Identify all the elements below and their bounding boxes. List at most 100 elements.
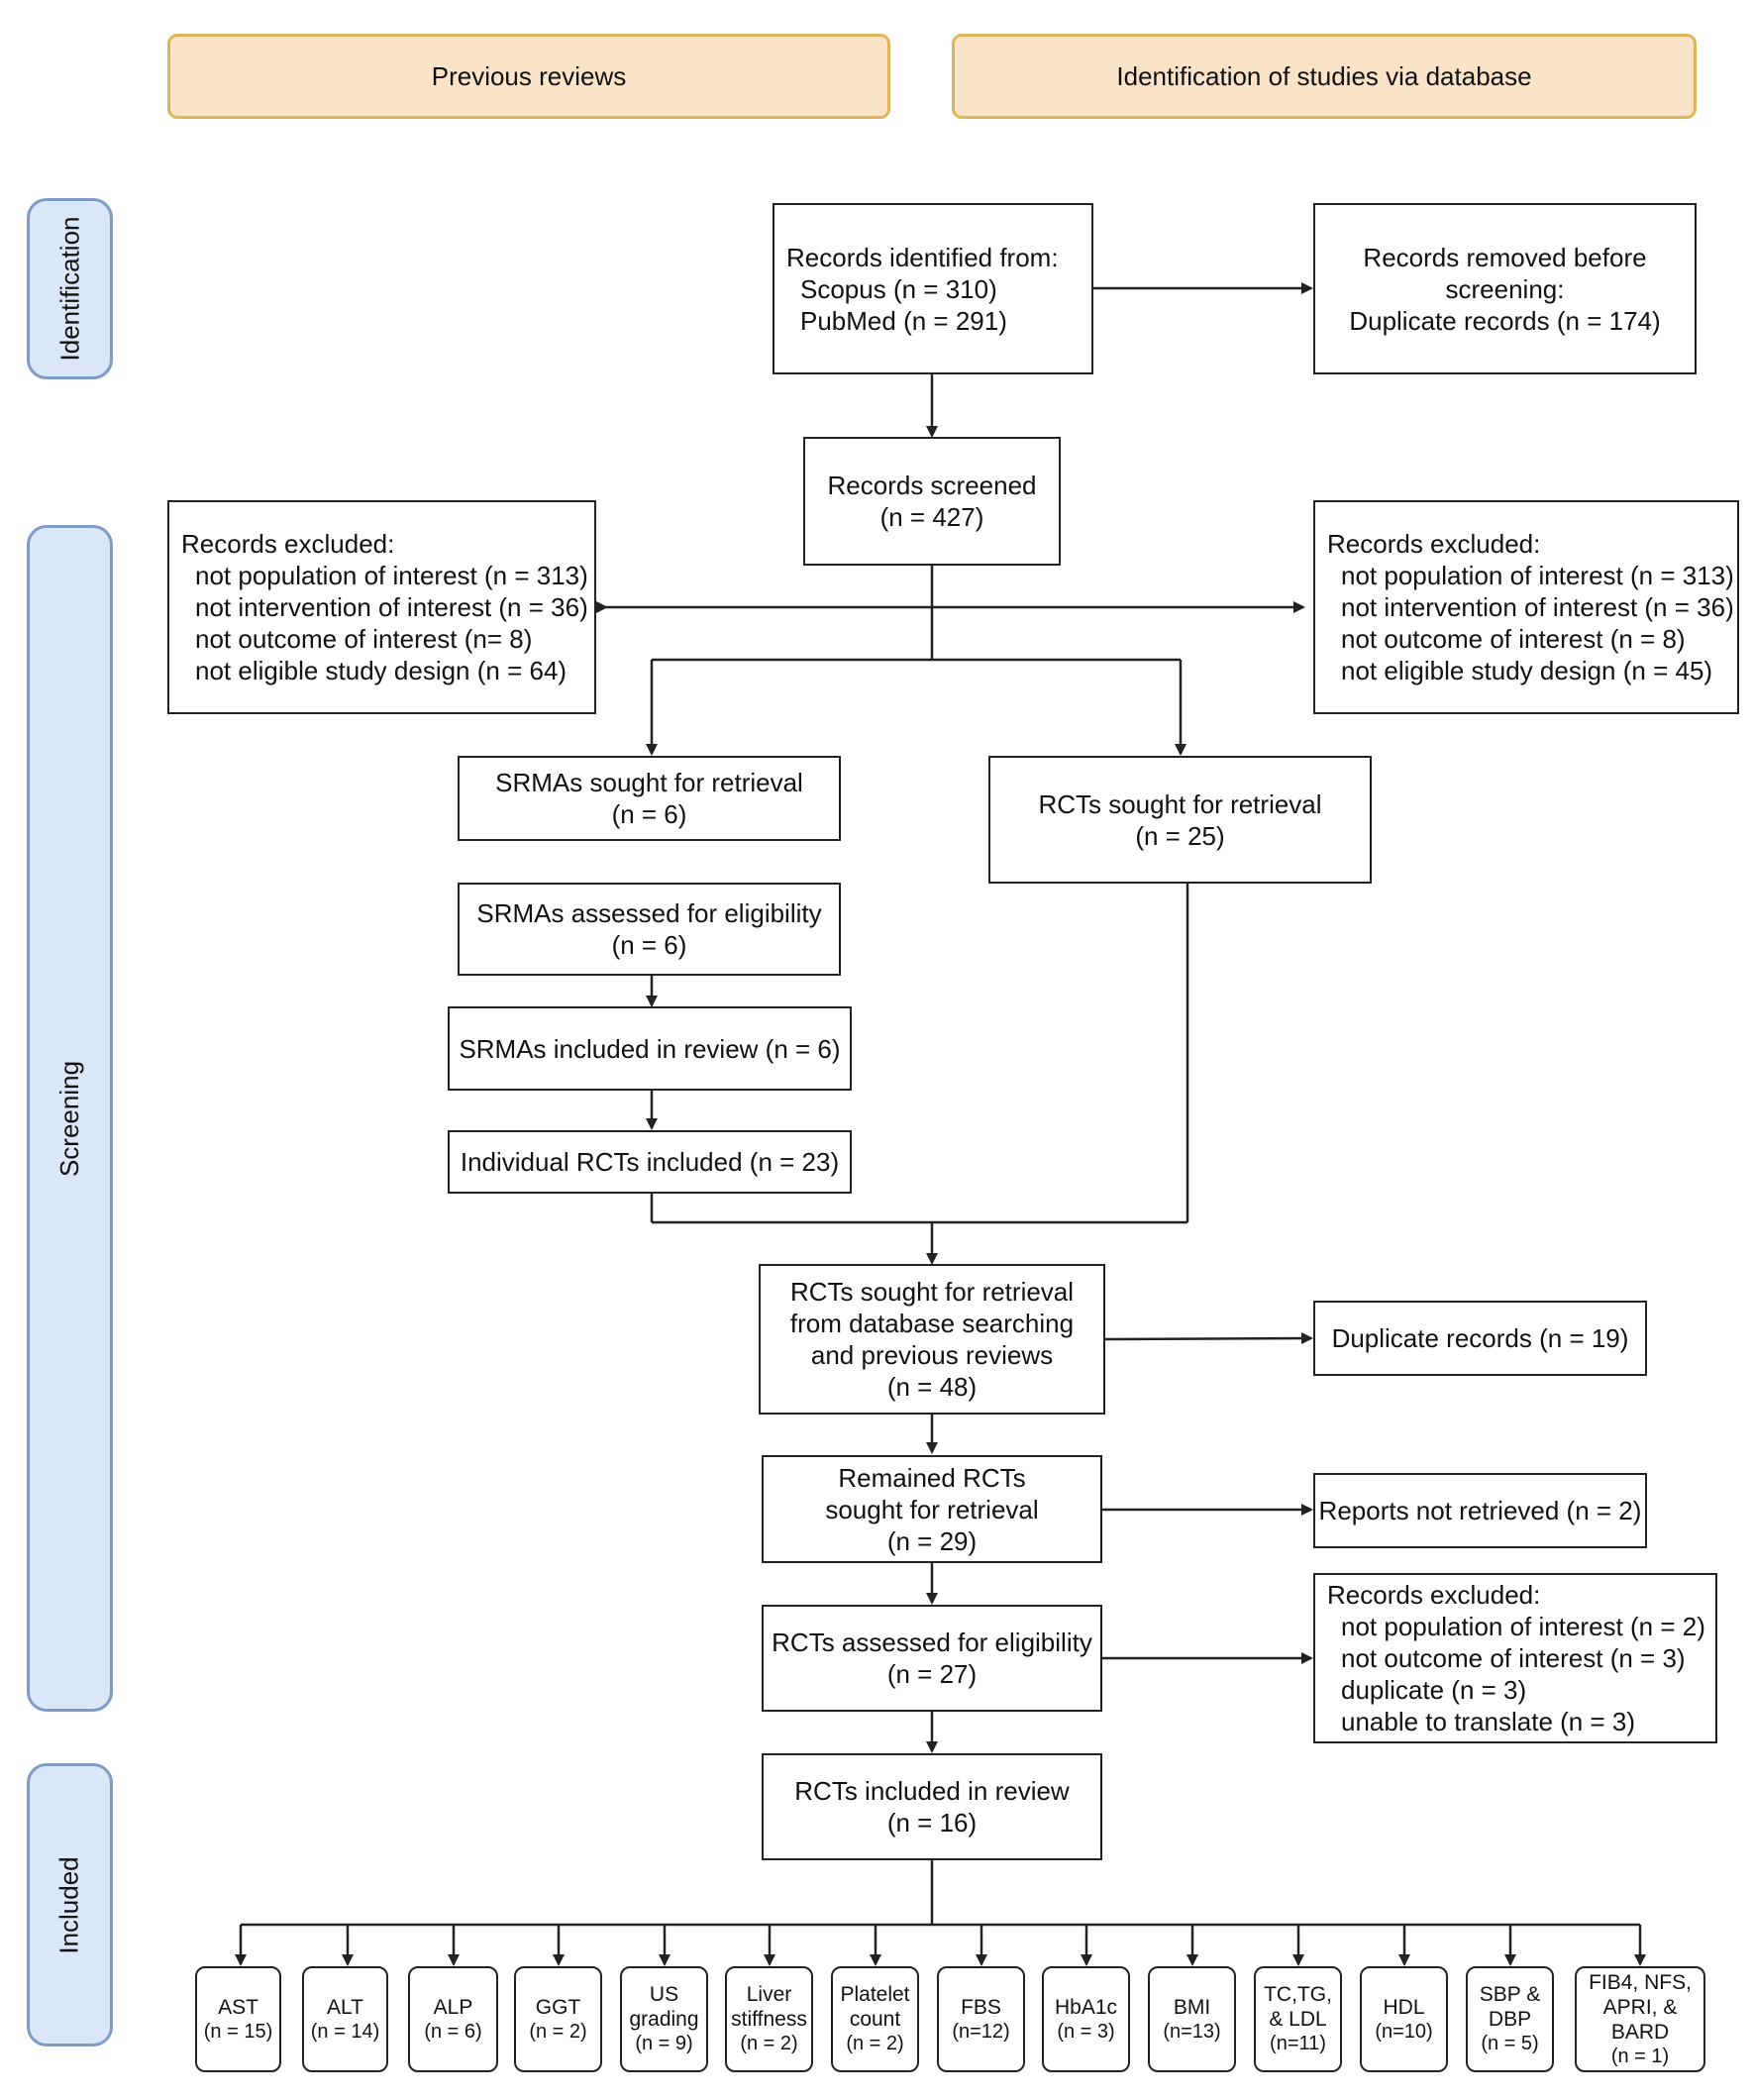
outcome-name: FIB4, NFS, xyxy=(1589,1970,1692,1994)
individual-rcts-box: Individual RCTs included (n = 23) xyxy=(448,1130,852,1194)
outcome-box-alt: ALT (n = 14) xyxy=(302,1966,388,2072)
header-previous-reviews: Previous reviews xyxy=(167,34,890,119)
rcts-included-line: (n = 16) xyxy=(886,1808,978,1838)
remained-rcts-line: (n = 29) xyxy=(886,1525,978,1556)
excluded-right-line: not outcome of interest (n = 8) xyxy=(1341,624,1686,654)
outcome-name: & LDL xyxy=(1269,2008,1327,2031)
phase-included-label: Included xyxy=(54,1855,84,1954)
rcts-combined-line: and previous reviews xyxy=(810,1340,1054,1370)
outcome-box-us-grading: US grading (n = 9) xyxy=(620,1966,708,2072)
outcome-name: GGT xyxy=(535,1995,581,2019)
excluded-right-line: not eligible study design (n = 45) xyxy=(1341,656,1713,685)
outcome-name: APRI, & xyxy=(1602,1995,1678,2019)
outcome-count: (n = 14) xyxy=(310,2020,380,2043)
phase-identification: Identification xyxy=(27,198,113,379)
outcome-name: ALT xyxy=(327,1995,363,2019)
rcts-combined-box: RCTs sought for retrieval from database … xyxy=(759,1264,1105,1415)
outcome-count: (n = 15) xyxy=(203,2020,273,2043)
phase-screening: Screening xyxy=(27,525,113,1712)
outcome-box-bmi: BMI (n=13) xyxy=(1148,1966,1236,2072)
reports-not-retrieved-line: Reports not retrieved (n = 2) xyxy=(1318,1496,1642,1525)
outcome-name: TC,TG, xyxy=(1264,1983,1332,2006)
remained-rcts-line: sought for retrieval xyxy=(825,1494,1039,1524)
srma-sought-line: (n = 6) xyxy=(611,799,687,829)
outcome-name: Platelet xyxy=(840,1983,910,2006)
outcome-name: BMI xyxy=(1173,1995,1211,2019)
outcome-count: (n=11) xyxy=(1270,2033,1326,2054)
rcts-combined-line: (n = 48) xyxy=(886,1372,978,1402)
remained-rcts-line: Remained RCTs xyxy=(838,1462,1026,1493)
outcome-count: (n=10) xyxy=(1375,2020,1433,2043)
rcts-sought-line: (n = 25) xyxy=(1135,820,1225,851)
outcome-name: SBP & xyxy=(1479,1983,1541,2006)
records-identified-title: Records identified from: xyxy=(786,242,1059,272)
outcome-box-alp: ALP (n = 6) xyxy=(408,1966,498,2072)
outcome-name: HbA1c xyxy=(1054,1995,1118,2019)
outcome-name: grading xyxy=(629,2008,699,2031)
phase-identification-label: Identification xyxy=(54,216,85,362)
phase-screening-label: Screening xyxy=(54,1060,85,1177)
outcome-box-ggt: GGT (n = 2) xyxy=(514,1966,602,2072)
excluded-left-title: Records excluded: xyxy=(181,529,395,559)
outcome-name: count xyxy=(849,2008,901,2031)
header-database-label: Identification of studies via database xyxy=(1116,60,1532,91)
outcome-name: FBS xyxy=(961,1995,1001,2019)
outcome-box-hba1c: HbA1c (n = 3) xyxy=(1042,1966,1130,2072)
records-screened-line: Records screened xyxy=(827,471,1037,500)
records-screened-line: (n = 427) xyxy=(879,502,984,532)
srma-included-box: SRMAs included in review (n = 6) xyxy=(448,1006,852,1091)
outcome-name: Liver xyxy=(746,1983,792,2006)
outcome-box-sbp-dbp: SBP & DBP (n = 5) xyxy=(1466,1966,1554,2072)
outcome-count: (n=12) xyxy=(952,2020,1010,2043)
excluded-final-title: Records excluded: xyxy=(1327,1580,1541,1610)
records-identified-line: PubMed (n = 291) xyxy=(800,305,1007,336)
outcome-name: US xyxy=(649,1983,679,2006)
srma-assessed-line: SRMAs assessed for eligibility xyxy=(476,898,822,928)
outcome-box-hdl: HDL (n=10) xyxy=(1360,1966,1448,2072)
outcome-name: BARD xyxy=(1610,2020,1670,2044)
records-removed-line: screening: xyxy=(1445,273,1565,304)
outcome-box-ast: AST (n = 15) xyxy=(195,1966,281,2072)
phase-included: Included xyxy=(27,1763,113,2047)
excluded-left-line: not outcome of interest (n= 8) xyxy=(195,624,533,654)
excluded-final-box: Records excluded: not population of inte… xyxy=(1313,1573,1717,1743)
outcome-box-liver-stiffness: Liver stiffness (n = 2) xyxy=(725,1966,813,2072)
records-removed-line: Records removed before xyxy=(1363,242,1647,272)
records-removed-line: Duplicate records (n = 174) xyxy=(1349,305,1661,336)
rcts-assessed-box: RCTs assessed for eligibility (n = 27) xyxy=(762,1605,1102,1712)
reports-not-retrieved-box: Reports not retrieved (n = 2) xyxy=(1313,1473,1647,1548)
header-previous-reviews-label: Previous reviews xyxy=(431,60,627,91)
srma-assessed-box: SRMAs assessed for eligibility (n = 6) xyxy=(458,883,841,976)
excluded-right-title: Records excluded: xyxy=(1327,529,1541,559)
outcome-count: (n = 2) xyxy=(529,2020,587,2043)
excluded-final-line: duplicate (n = 3) xyxy=(1341,1675,1527,1705)
outcome-name: HDL xyxy=(1383,1995,1425,2019)
outcome-count: (n = 3) xyxy=(1057,2020,1115,2043)
outcome-box-fbs: FBS (n=12) xyxy=(937,1966,1025,2072)
rcts-combined-line: from database searching xyxy=(789,1309,1075,1338)
outcome-name: ALP xyxy=(433,1995,473,2019)
excluded-final-line: not population of interest (n = 2) xyxy=(1341,1612,1705,1641)
outcome-count: (n=13) xyxy=(1163,2020,1221,2043)
individual-rcts-line: Individual RCTs included (n = 23) xyxy=(460,1147,840,1177)
excluded-left-line: not eligible study design (n = 64) xyxy=(195,656,567,685)
records-screened-box: Records screened (n = 427) xyxy=(803,437,1061,566)
outcome-name: DBP xyxy=(1488,2008,1532,2031)
rcts-assessed-line: (n = 27) xyxy=(886,1659,978,1689)
outcome-box-fib4-nfs-apri-bard: FIB4, NFS, APRI, & BARD (n = 1) xyxy=(1575,1966,1705,2072)
excluded-final-line: unable to translate (n = 3) xyxy=(1341,1707,1636,1736)
srma-sought-box: SRMAs sought for retrieval (n = 6) xyxy=(458,756,841,841)
excluded-right-line: not intervention of interest (n = 36) xyxy=(1341,592,1734,622)
outcome-count: (n = 6) xyxy=(424,2020,482,2043)
duplicate-records-line: Duplicate records (n = 19) xyxy=(1331,1323,1629,1353)
outcome-box-platelet-count: Platelet count (n = 2) xyxy=(831,1966,919,2072)
outcome-box-tc-tg-ldl: TC,TG, & LDL (n=11) xyxy=(1254,1966,1342,2072)
excluded-left-line: not intervention of interest (n = 36) xyxy=(195,592,588,622)
rcts-included-box: RCTs included in review (n = 16) xyxy=(762,1753,1102,1860)
excluded-left-line: not population of interest (n = 313) xyxy=(195,561,588,590)
outcome-name: stiffness xyxy=(731,2008,807,2031)
outcome-count: (n = 2) xyxy=(846,2033,904,2054)
outcome-count: (n = 1) xyxy=(1610,2045,1670,2067)
records-identified-line: Scopus (n = 310) xyxy=(800,273,997,304)
